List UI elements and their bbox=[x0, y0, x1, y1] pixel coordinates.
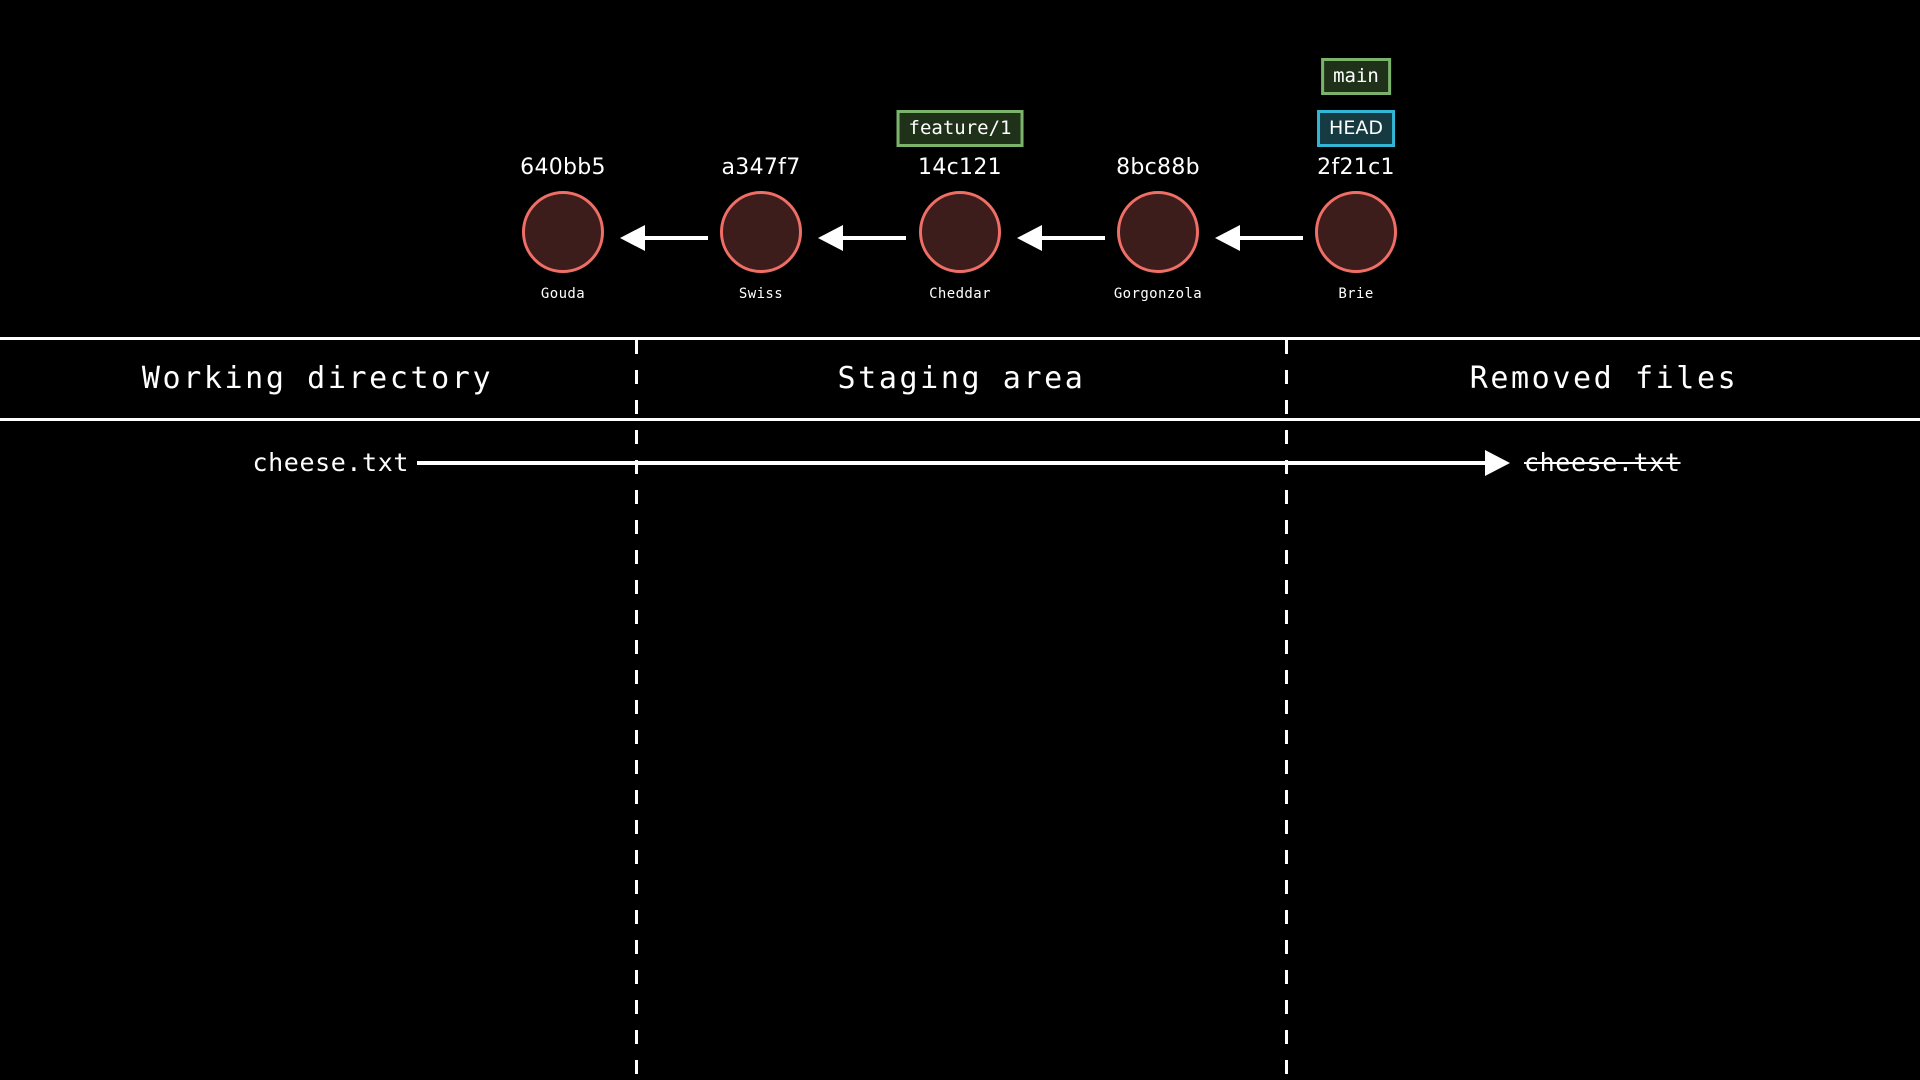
commit-circle-icon[interactable] bbox=[919, 191, 1001, 273]
arrow-shaft bbox=[642, 236, 708, 240]
commit-node-a347f7[interactable]: a347f7 Swiss bbox=[681, 155, 841, 304]
commit-message: Swiss bbox=[738, 286, 784, 302]
lane-divider-staging-removed bbox=[1285, 340, 1288, 1080]
file-movement-row: cheese.txt cheese.txt bbox=[0, 443, 1920, 483]
lane-rule-bottom bbox=[0, 418, 1920, 421]
commit-hash: 640bb5 bbox=[520, 155, 606, 180]
arrow-head-icon bbox=[1485, 450, 1510, 476]
lane-title-removed-files: Removed files bbox=[1469, 361, 1739, 396]
arrow-head-icon bbox=[620, 225, 645, 251]
commit-node-2f21c1[interactable]: 2f21c1 Brie bbox=[1276, 155, 1436, 304]
commit-node-14c121[interactable]: 14c121 Cheddar bbox=[880, 155, 1040, 304]
lane-title-staging-area: Staging area bbox=[837, 361, 1086, 396]
lane-title-working-directory: Working directory bbox=[141, 361, 494, 396]
arrow-shaft bbox=[417, 461, 1488, 465]
lane-headers: Working directory Staging area Removed f… bbox=[0, 340, 1920, 418]
commit-node-8bc88b[interactable]: 8bc88b Gorgonzola bbox=[1078, 155, 1238, 304]
commit-circle-icon[interactable] bbox=[522, 191, 604, 273]
head-badge[interactable]: HEAD bbox=[1317, 110, 1395, 147]
arrow-head-icon bbox=[818, 225, 843, 251]
commit-node-640bb5[interactable]: 640bb5 Gouda bbox=[483, 155, 643, 304]
commit-hash: a347f7 bbox=[721, 155, 801, 180]
file-target-label-removed[interactable]: cheese.txt bbox=[1524, 448, 1681, 477]
arrow-head-icon bbox=[1215, 225, 1240, 251]
lanes-region: Working directory Staging area Removed f… bbox=[0, 337, 1920, 1080]
arrow-head-icon bbox=[1017, 225, 1042, 251]
commit-circle-icon[interactable] bbox=[720, 191, 802, 273]
commit-message: Gouda bbox=[540, 286, 586, 302]
commit-message: Cheddar bbox=[929, 286, 991, 302]
lane-divider-working-staging bbox=[635, 340, 638, 1080]
parent-arrow-14c121-to-a347f7 bbox=[818, 225, 906, 251]
arrow-shaft bbox=[1237, 236, 1303, 240]
parent-arrow-8bc88b-to-14c121 bbox=[1017, 225, 1105, 251]
parent-arrow-a347f7-to-640bb5 bbox=[620, 225, 708, 251]
branch-badge-main[interactable]: main bbox=[1321, 58, 1391, 95]
lane-rule-top bbox=[0, 337, 1920, 340]
commit-circle-icon[interactable] bbox=[1117, 191, 1199, 273]
commit-hash: 8bc88b bbox=[1116, 155, 1200, 180]
commit-graph: 640bb5 Gouda a347f7 Swiss 14c121 Cheddar… bbox=[0, 0, 1920, 337]
commit-message: Gorgonzola bbox=[1113, 286, 1203, 302]
parent-arrow-2f21c1-to-8bc88b bbox=[1215, 225, 1303, 251]
file-source-label[interactable]: cheese.txt bbox=[252, 448, 409, 477]
commit-circle-icon[interactable] bbox=[1315, 191, 1397, 273]
branch-badge-feature-1[interactable]: feature/1 bbox=[896, 110, 1024, 147]
arrow-shaft bbox=[840, 236, 906, 240]
file-move-arrow bbox=[417, 450, 1510, 476]
commit-message: Brie bbox=[1338, 286, 1374, 302]
commit-hash: 2f21c1 bbox=[1317, 155, 1395, 180]
commit-hash: 14c121 bbox=[918, 155, 1002, 180]
arrow-shaft bbox=[1039, 236, 1105, 240]
